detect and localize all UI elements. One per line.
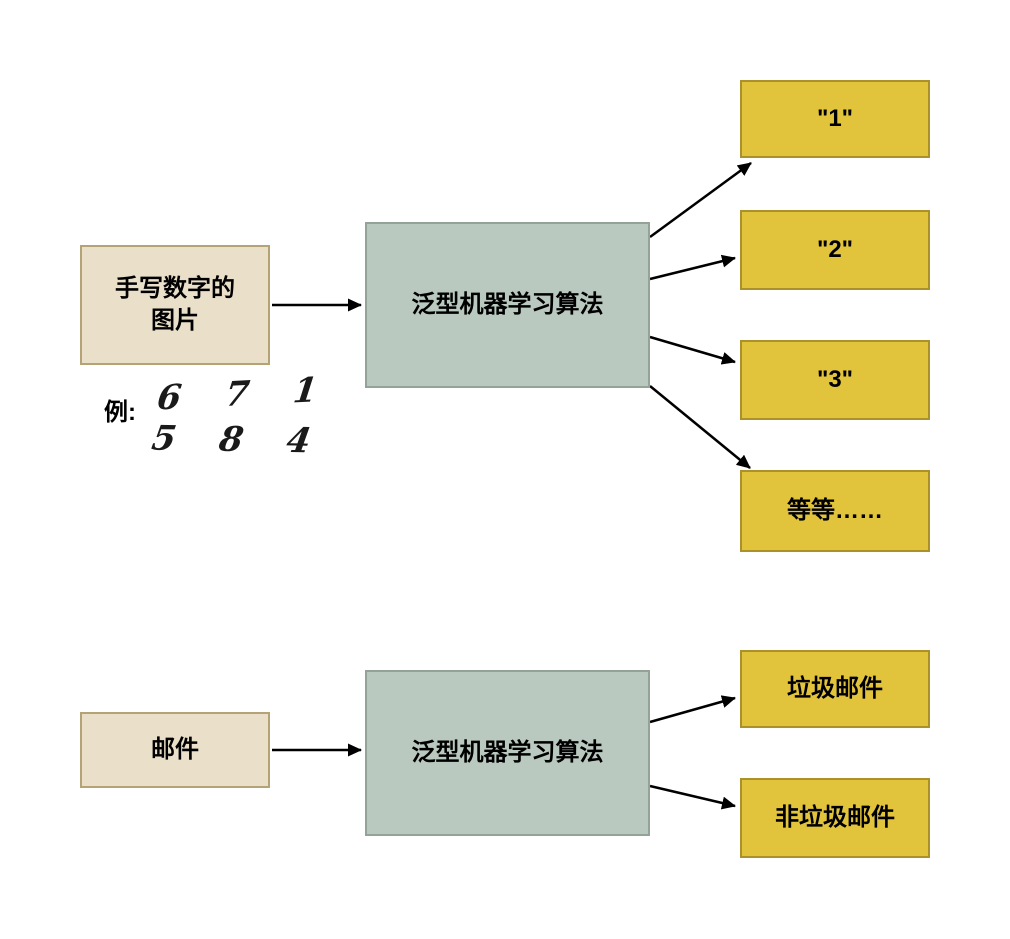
handwritten-digits-row1: 6 7 1	[154, 369, 336, 419]
top-output-label-1: "1"	[816, 104, 854, 132]
top-output-box-1: "1"	[740, 80, 930, 158]
bottom-input-box: 邮件	[80, 712, 270, 788]
top-input-label-line2: 图片	[151, 307, 199, 334]
top-output-box-2: "2"	[740, 210, 930, 290]
top-output-label-2: "2"	[816, 235, 854, 263]
arrow-top-algo-to-out4	[649, 385, 751, 469]
bottom-algorithm-box: 泛型机器学习算法	[365, 670, 650, 836]
top-output-box-3: "3"	[740, 340, 930, 420]
bottom-algorithm-label: 泛型机器学习算法	[411, 738, 604, 766]
bottom-output-box-spam: 垃圾邮件	[740, 650, 930, 728]
top-algorithm-label: 泛型机器学习算法	[411, 290, 604, 318]
bottom-input-label: 邮件	[151, 735, 199, 763]
bottom-output-label-not-spam: 非垃圾邮件	[775, 803, 895, 831]
top-input-label: 手写数字的 图片	[115, 273, 235, 338]
top-input-box: 手写数字的 图片	[80, 245, 270, 365]
arrow-bottom-algo-to-out2	[649, 784, 736, 810]
top-output-label-etc: 等等……	[787, 496, 883, 524]
arrow-top-algo-to-out1	[649, 161, 752, 239]
bottom-output-box-not-spam: 非垃圾邮件	[740, 778, 930, 858]
top-output-label-3: "3"	[816, 365, 854, 393]
handwritten-digits-row2: 5 8 4	[149, 418, 330, 462]
top-algorithm-box: 泛型机器学习算法	[365, 222, 650, 388]
arrow-top-algo-to-out3	[649, 335, 736, 365]
example-label: 例:	[104, 399, 136, 426]
top-input-label-line1: 手写数字的	[115, 274, 235, 302]
bottom-output-label-spam: 垃圾邮件	[787, 674, 883, 702]
arrow-top-algo-to-out2	[649, 254, 736, 281]
top-output-box-etc: 等等……	[740, 470, 930, 552]
arrow-bottom-algo-to-out1	[649, 695, 736, 724]
